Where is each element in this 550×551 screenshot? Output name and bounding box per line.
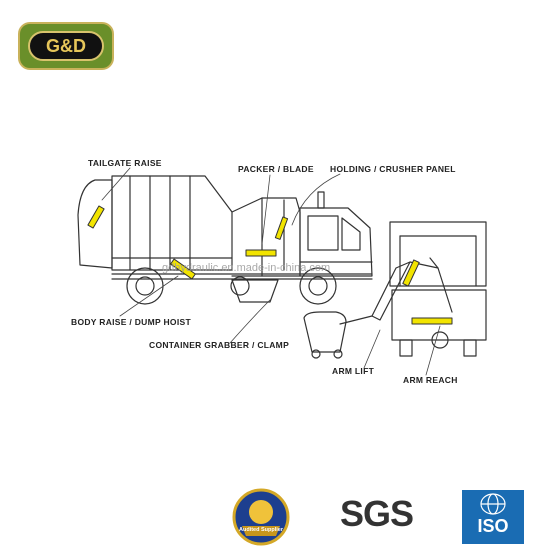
cylinder-arm-reach [411,317,453,325]
audited-supplier-text: Audited Supplier [239,527,283,533]
brand-logo: G&D [18,22,114,70]
audited-supplier-icon [232,488,290,546]
label-packer-blade: PACKER / BLADE [238,164,314,174]
label-body-raise-dump-hoist: BODY RAISE / DUMP HOIST [71,317,191,327]
hopper [231,279,279,303]
cylinder-tailgate-raise [87,205,105,229]
front-container [389,221,487,357]
label-container-grabber-clamp: CONTAINER GRABBER / CLAMP [149,340,290,350]
iso-badge: ISO [462,490,524,544]
packer-area [231,197,301,277]
hydraulic-cylinders [87,205,453,325]
cylinder-crusher [274,216,289,240]
label-holding-crusher-panel: HOLDING / CRUSHER PANEL [330,164,456,174]
label-tailgate-raise: TAILGATE RAISE [88,158,162,168]
cylinder-body-raise [170,258,196,280]
small-bin [303,311,373,359]
globe-icon [480,493,506,515]
brand-logo-text: G&D [28,31,104,61]
cylinder-packer [245,249,277,257]
cylinder-arm-lift [402,259,420,287]
iso-text: ISO [477,516,509,536]
audited-supplier-badge: Audited Supplier [232,488,290,546]
label-arm-reach: ARM REACH [403,375,458,385]
watermark-text: gdhydraulic.en.made-in-china.com [162,262,331,274]
leader-lines [101,167,441,376]
label-arm-lift: ARM LIFT [332,366,375,376]
truck-body [77,175,233,271]
lift-arms [371,257,453,321]
sgs-text: SGS [340,493,414,534]
sgs-badge: SGS [330,488,430,538]
